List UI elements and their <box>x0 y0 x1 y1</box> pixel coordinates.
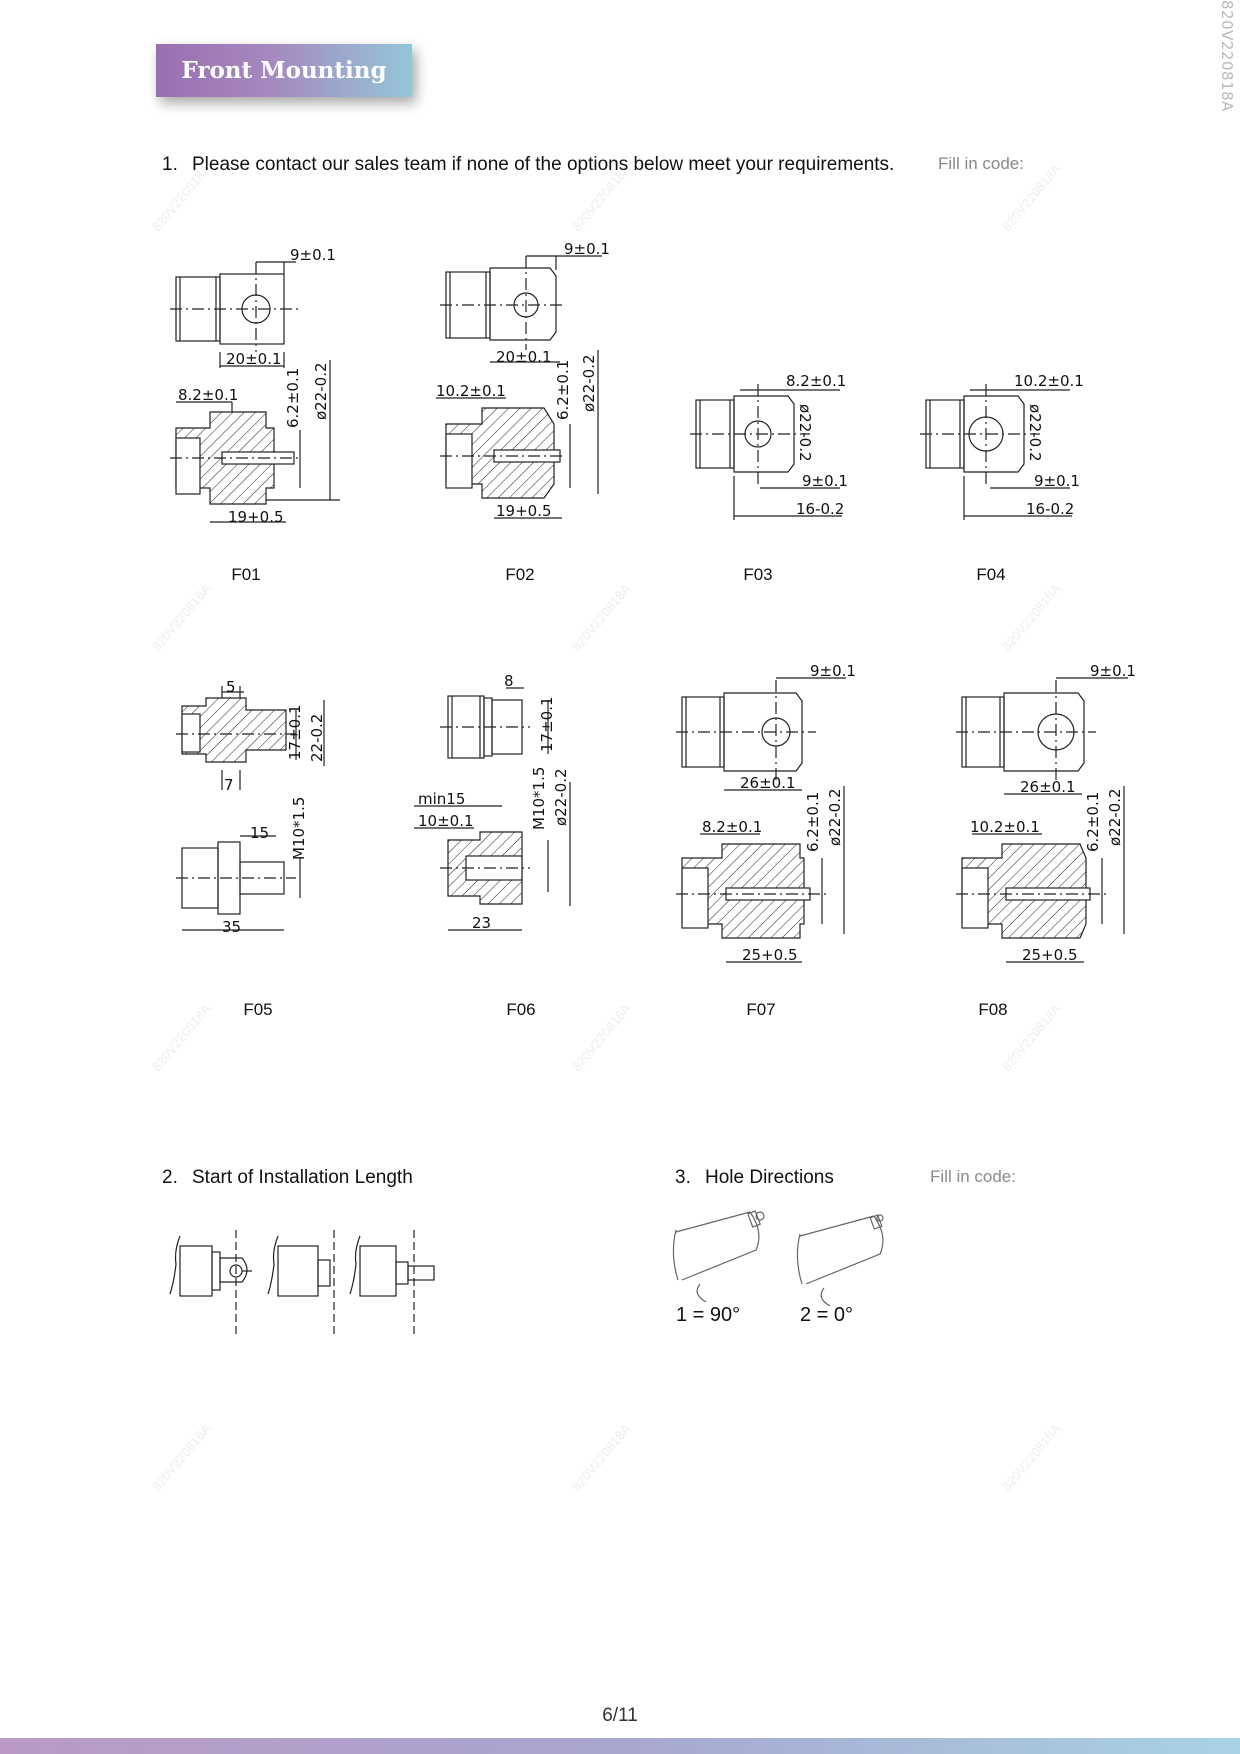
drawing-f03 <box>690 384 842 520</box>
dim-f06-b: 17±0.1 <box>538 696 556 752</box>
dim-f02-e: ø22-0.2 <box>580 354 598 412</box>
section-3-heading: 3. Hole Directions <box>675 1167 834 1189</box>
dim-f01-c: 8.2±0.1 <box>178 386 238 404</box>
option-code-f05: F05 <box>243 1000 273 1019</box>
option-code-f06: F06 <box>506 1000 536 1019</box>
dim-f03-c: 9±0.1 <box>802 472 848 490</box>
dim-f06-a: 8 <box>504 672 514 690</box>
section-number: 2. <box>162 1167 178 1188</box>
section-number: 1. <box>162 154 178 175</box>
option-code-f07: F07 <box>746 1000 776 1019</box>
page-number: 6/11 <box>602 1705 638 1726</box>
dim-f05-a: 5 <box>226 678 236 696</box>
drawing-f08 <box>956 677 1128 963</box>
dim-f01-b: 20±0.1 <box>226 350 282 368</box>
section-title: Start of Installation Length <box>192 1167 413 1188</box>
dim-f05-b: 17±0.1 <box>286 704 304 760</box>
installation-length-illustration <box>169 1230 435 1334</box>
section-number: 3. <box>675 1167 691 1188</box>
fill-in-code-label: Fill in code: <box>938 154 1024 173</box>
dim-f04-b: ø22-0.2 <box>1026 404 1044 462</box>
dim-f03-b: ø22-0.2 <box>796 404 814 462</box>
dim-f06-d: ø22-0.2 <box>552 768 570 826</box>
dim-f04-a: 10.2±0.1 <box>1014 372 1084 390</box>
dim-f08-b: 26±0.1 <box>1020 778 1076 796</box>
section-banner: Front Mounting End <box>156 44 412 137</box>
drawing-f04 <box>920 384 1072 520</box>
dim-f07-c: 8.2±0.1 <box>702 818 762 836</box>
section-2-heading: 2. Start of Installation Length <box>162 1167 413 1189</box>
drawing-f07 <box>676 677 846 963</box>
dim-f05-f: M10*1.5 <box>290 797 308 860</box>
dim-f04-c: 9±0.1 <box>1034 472 1080 490</box>
dim-f08-c: 10.2±0.1 <box>970 818 1040 836</box>
dim-f04-d: 16-0.2 <box>1026 500 1074 518</box>
dim-f05-d: 7 <box>224 776 234 794</box>
dim-f06-f: 10±0.1 <box>418 812 474 830</box>
drawing-f01 <box>170 261 340 523</box>
dim-f05-c: 22-0.2 <box>308 714 326 762</box>
dim-f02-d: 6.2±0.1 <box>554 360 572 420</box>
dim-f02-a: 9±0.1 <box>564 240 610 258</box>
dim-f02-c: 10.2±0.1 <box>436 382 506 400</box>
section-title: Hole Directions <box>705 1167 834 1188</box>
dim-f05-e: 15 <box>250 824 269 842</box>
drawing-f06 <box>414 687 571 931</box>
dim-f07-e: ø22-0.2 <box>826 788 844 846</box>
dim-f05-g: 35 <box>222 918 241 936</box>
dim-f08-f: 25+0.5 <box>1022 946 1078 964</box>
hole-direction-illustration-0 <box>796 1214 884 1307</box>
hole-direction-option-90: 1 = 90° <box>676 1304 741 1326</box>
dim-f07-d: 6.2±0.1 <box>804 792 822 852</box>
dim-f02-f: 19+0.5 <box>496 502 552 520</box>
fill-in-code-label-3: Fill in code: <box>930 1167 1016 1186</box>
drawing-f02 <box>436 255 602 519</box>
dim-f06-e: min15 <box>418 790 465 808</box>
document-code: 820V220818A <box>1218 0 1236 112</box>
hole-direction-option-0: 2 = 0° <box>800 1304 854 1326</box>
dim-f03-a: 8.2±0.1 <box>786 372 846 390</box>
dim-f08-d: 6.2±0.1 <box>1084 792 1102 852</box>
option-code-f08: F08 <box>978 1000 1008 1019</box>
footer-bar <box>0 1738 1240 1754</box>
option-code-f01: F01 <box>231 565 261 584</box>
section-text: Please contact our sales team if none of… <box>192 154 895 175</box>
dim-f01-e: ø22-0.2 <box>312 362 330 420</box>
dim-f02-b: 20±0.1 <box>496 348 552 366</box>
dim-f07-b: 26±0.1 <box>740 774 796 792</box>
option-code-f03: F03 <box>743 565 773 584</box>
hole-direction-illustration-90 <box>672 1210 765 1303</box>
dim-f08-a: 9±0.1 <box>1090 662 1136 680</box>
option-code-f02: F02 <box>505 565 535 584</box>
dim-f01-d: 6.2±0.1 <box>284 368 302 428</box>
section-1-heading: 1. Please contact our sales team if none … <box>162 154 894 176</box>
dim-f08-e: ø22-0.2 <box>1106 788 1124 846</box>
dim-f06-g: 23 <box>472 914 491 932</box>
dim-f03-d: 16-0.2 <box>796 500 844 518</box>
option-code-f04: F04 <box>976 565 1006 584</box>
dim-f07-a: 9±0.1 <box>810 662 856 680</box>
dim-f01-f: 19+0.5 <box>228 508 284 526</box>
drawing-f05 <box>176 686 325 931</box>
dim-f07-f: 25+0.5 <box>742 946 798 964</box>
dim-f06-c: M10*1.5 <box>530 767 548 830</box>
dim-f01-a: 9±0.1 <box>290 246 336 264</box>
